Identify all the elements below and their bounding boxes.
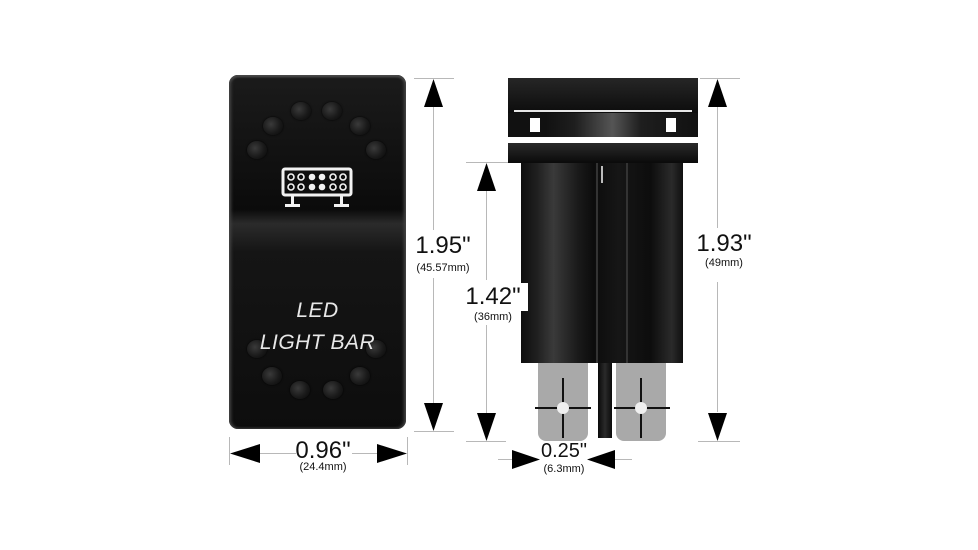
lower-indicator-dot bbox=[366, 340, 386, 358]
arrow-down-icon bbox=[424, 403, 443, 431]
bezel-flange bbox=[508, 143, 698, 163]
dimension-line bbox=[717, 282, 718, 412]
housing-seam bbox=[596, 163, 598, 363]
clip-notch bbox=[530, 118, 540, 132]
dimension-extension-line bbox=[407, 437, 408, 465]
height-inches-label: 1.95" bbox=[415, 232, 471, 259]
terminal-width-inches-label: 0.25" bbox=[540, 440, 588, 462]
dimension-extension-line bbox=[229, 437, 230, 465]
total-height-mm-label: (49mm) bbox=[705, 257, 743, 269]
center-wire bbox=[598, 363, 612, 438]
dimension-line bbox=[486, 325, 487, 420]
lower-indicator-dot bbox=[323, 381, 343, 399]
bezel-top bbox=[508, 78, 698, 113]
arrow-left-icon bbox=[587, 450, 615, 469]
lower-indicator-dot bbox=[262, 367, 282, 385]
terminal-width-mm-label: (6.3mm) bbox=[543, 463, 585, 475]
dimension-line bbox=[352, 453, 382, 454]
switch-housing bbox=[521, 163, 683, 363]
width-mm-label: (24.4mm) bbox=[299, 461, 347, 473]
arrow-up-icon bbox=[477, 163, 496, 191]
dimension-line bbox=[433, 278, 434, 408]
width-inches-label: 0.96" bbox=[295, 437, 351, 464]
terminal-hole bbox=[557, 402, 569, 414]
dimension-extension-line bbox=[698, 441, 740, 442]
bezel-highlight bbox=[514, 110, 692, 112]
dimension-line bbox=[258, 453, 296, 454]
bezel-gap bbox=[508, 137, 698, 143]
dimension-line bbox=[612, 459, 632, 460]
arrow-down-icon bbox=[477, 413, 496, 441]
switch-label-line2: LIGHT BAR bbox=[259, 331, 376, 354]
upper-indicator-dot bbox=[350, 117, 370, 135]
switch-label-line1: LED bbox=[296, 299, 339, 322]
arrow-up-icon bbox=[708, 79, 727, 107]
dimension-line bbox=[498, 459, 512, 460]
arrow-right-icon bbox=[377, 444, 407, 463]
lower-indicator-dot bbox=[247, 340, 267, 358]
dimension-extension-line bbox=[414, 431, 454, 432]
arrow-down-icon bbox=[708, 413, 727, 441]
total-height-inches-label: 1.93" bbox=[696, 230, 752, 257]
height-mm-label: (45.57mm) bbox=[416, 262, 470, 274]
dimension-line bbox=[717, 100, 718, 228]
lower-indicator-dot bbox=[350, 367, 370, 385]
dimension-line bbox=[433, 100, 434, 230]
arrow-left-icon bbox=[230, 444, 260, 463]
dimension-extension-line bbox=[466, 441, 506, 442]
dimension-line bbox=[486, 185, 487, 280]
rocker-switch-front-view: LED LIGHT BAR bbox=[229, 75, 406, 429]
switch-side-view bbox=[508, 78, 698, 443]
arrow-right-icon bbox=[512, 450, 540, 469]
arrow-up-icon bbox=[424, 79, 443, 107]
upper-indicator-dot bbox=[291, 102, 311, 120]
body-height-mm-label: (36mm) bbox=[474, 311, 512, 323]
dimension-extension-line bbox=[414, 78, 454, 79]
led-light-bar-icon bbox=[281, 167, 353, 207]
pin-indicator bbox=[601, 166, 603, 183]
dimension-extension-line bbox=[700, 78, 740, 79]
lower-indicator-dot bbox=[290, 381, 310, 399]
clip-notch bbox=[666, 118, 676, 132]
housing-seam bbox=[626, 163, 628, 363]
body-height-inches-label: 1.42" bbox=[458, 283, 528, 311]
dimension-extension-line bbox=[466, 162, 508, 163]
terminal-hole bbox=[635, 402, 647, 414]
upper-indicator-dot bbox=[322, 102, 342, 120]
upper-indicator-dot bbox=[247, 141, 267, 159]
upper-indicator-dot bbox=[263, 117, 283, 135]
upper-indicator-dot bbox=[366, 141, 386, 159]
